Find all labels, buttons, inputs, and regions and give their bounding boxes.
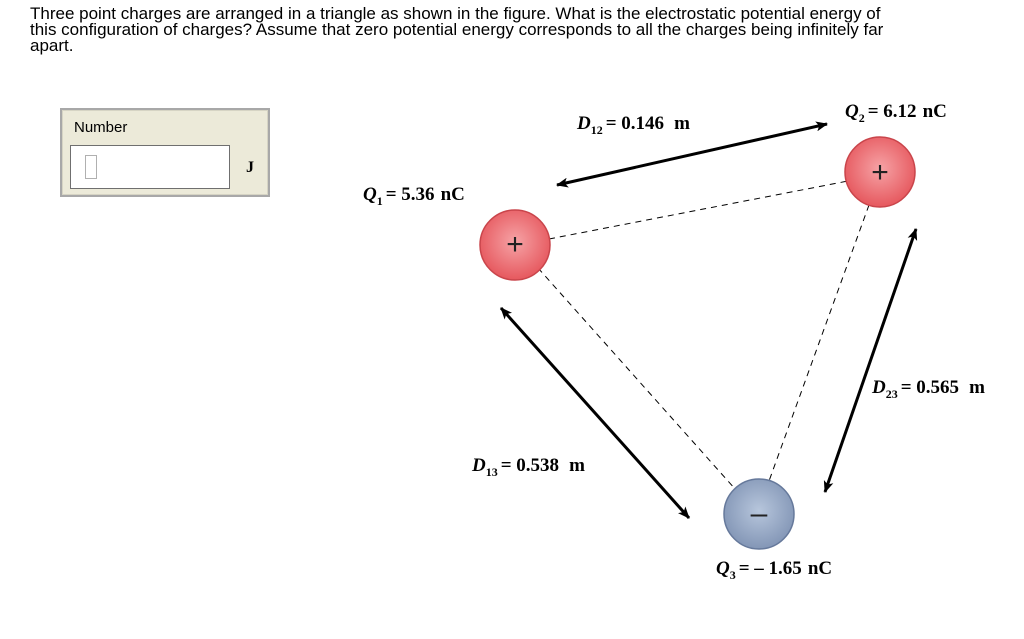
dashed-side-12 bbox=[548, 180, 849, 240]
charge-q2-sign: + bbox=[871, 156, 889, 189]
answer-box: Number J bbox=[60, 108, 270, 197]
input-cursor-icon bbox=[85, 155, 97, 179]
distance-arrow-23 bbox=[823, 228, 918, 493]
distance-arrow-13 bbox=[499, 306, 691, 520]
charge-q2: + bbox=[844, 136, 916, 208]
answer-input[interactable] bbox=[70, 145, 230, 189]
charge-q3: – bbox=[723, 478, 795, 550]
question-text: Three point charges are arranged in a tr… bbox=[30, 4, 884, 55]
answer-label: Number bbox=[74, 119, 128, 136]
dashed-side-13 bbox=[537, 267, 737, 491]
charge-q1-sign: + bbox=[506, 228, 524, 261]
charge-q1: + bbox=[479, 209, 551, 281]
dashed-side-23 bbox=[768, 204, 870, 482]
charge-q3-sign: – bbox=[751, 497, 768, 530]
distance-arrow-12 bbox=[556, 121, 828, 188]
answer-unit: J bbox=[246, 159, 254, 176]
